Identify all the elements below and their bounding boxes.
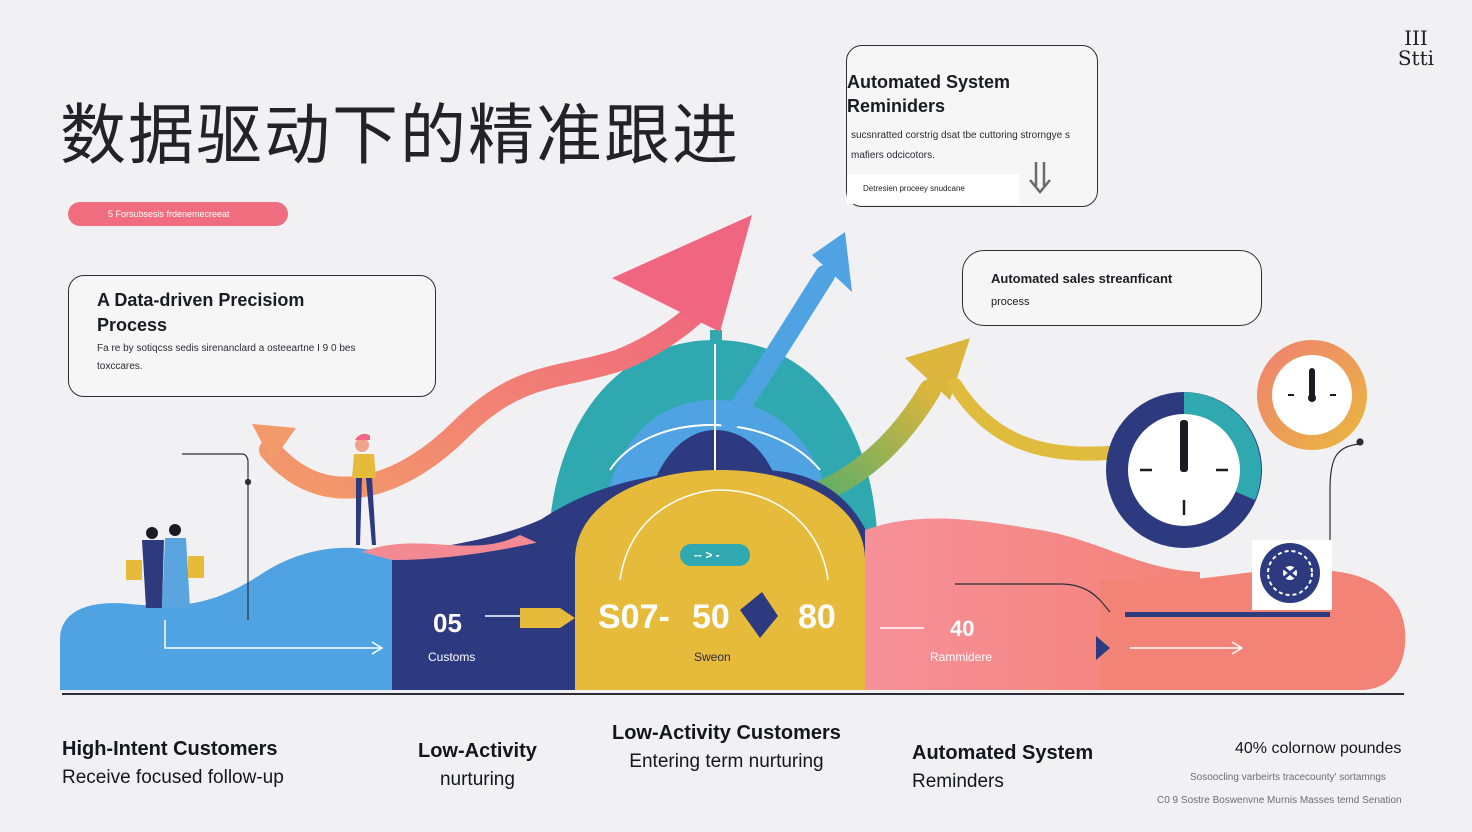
yellow-stage-badge: -- > - [694,548,720,562]
yellow-stage-number-1: S07- [598,598,670,636]
red-arrow-tail-head [252,424,296,462]
bottom-label-heading: Low-Activity [418,740,537,762]
sales-card-desc: process [991,296,1030,308]
fine-print-1: Sosoocling varbeirts tracecounty' sortam… [1190,772,1386,783]
navy-chevron-icon [740,592,778,638]
yellow-badge-bg [680,544,750,566]
bottom-label-sub: Receive focused follow-up [62,767,284,788]
blue-arrow-head [812,232,852,292]
bottom-label-heading: Low-Activity Customers [612,722,841,744]
bottom-label-low-activity-customers: Low-Activity Customers Entering term nur… [612,722,841,773]
subtitle-pill: 5 Forsubsesis frdenemecreeat [68,202,288,226]
yellow-flow-arrow [520,608,575,628]
reminders-card: Automated System Reminiders sucsnratted … [846,45,1098,207]
yellow-stage-number-2: 50 [692,598,730,636]
bottom-label-heading: Automated System [912,742,1094,764]
person-icon [352,433,376,545]
blue-growth-arrow [720,265,835,430]
process-card: A Data-driven Precisiom Process Fa re by… [68,275,436,397]
yellow-band [575,470,865,690]
bottom-label-high-intent: High-Intent Customers Receive focused fo… [62,738,284,789]
corner-logo: III Stti [1398,28,1434,68]
flow-arrows [164,615,1244,655]
bottom-label-sub: Reminders [912,771,1004,792]
pink-stage-label: Rammidere [930,650,993,664]
download-arrow-icon [1029,162,1051,194]
yellow-arc [619,489,829,581]
sales-card: Automated sales streaпficant process [962,250,1262,326]
reminders-card-desc: sucsnratted corstrig dsat tbe cuttoring … [851,130,1070,161]
corner-logo-line1: III [1404,26,1428,50]
blue-stage-number: 05 [433,608,462,638]
pink-hill [362,496,620,560]
sales-card-heading: Automated sales streaпficant [991,271,1173,286]
yellow-curve-arrow [948,378,1127,461]
reminders-card-footer: Detresien proceey snudcane [847,174,1019,204]
pink-stage-number: 40 [950,616,975,641]
bottom-label-automated: Automated System Reminders [912,742,1093,793]
couple-icon [126,524,204,608]
bottom-label-sub: 40% colornow poundes [1235,740,1402,757]
gear-badge-icon [1252,540,1332,610]
blue-stage-label: Customs [428,650,476,664]
bottom-label-sub: nurturing [439,769,515,790]
yellow-stage-label: Sweon [694,650,731,664]
navy-flow-arrow [1096,636,1110,660]
fine-print-2: C0 9 Sostre Boswenvne Murnis Masses temd… [1157,795,1402,806]
reminders-card-heading: Automated System Reminiders [847,72,1011,116]
bottom-label-sub: Entering term nurturing [629,751,824,772]
bottom-label-low-activity: Low-Activity nurturing [418,740,537,791]
corner-logo-line2: Stti [1397,46,1434,70]
navy-rail [1125,612,1330,617]
small-clock-icon [1257,340,1367,450]
process-card-heading: A Data-driven Precisiom Process [97,290,305,335]
bottom-label-heading: High-Intent Customers [62,738,278,760]
yellow-stage-number-3: 80 [798,598,836,636]
page-title: 数据驱动下的精准跟进 [60,97,740,174]
blue-band [60,547,392,690]
process-card-desc: Fa re by sotiqcss sedis sirenanclard a o… [97,343,356,372]
clock-icon [1106,392,1262,548]
red-arrow-head [612,215,752,332]
bottom-label-colornow: 40% colornow poundes [1235,734,1401,758]
